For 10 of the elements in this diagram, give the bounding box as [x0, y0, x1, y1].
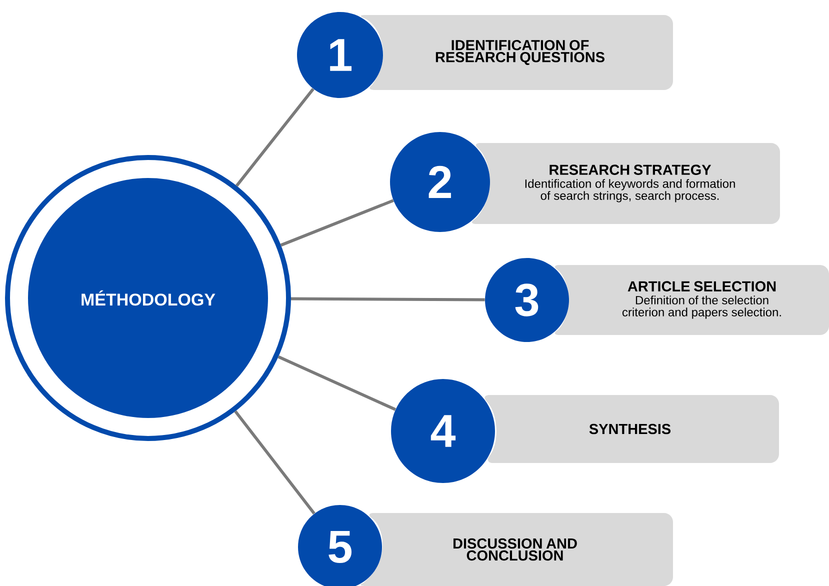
step-box: RESEARCH STRATEGY Identification of keywords and formation of search strings, search process.	[472, 143, 780, 224]
connector-line	[235, 88, 314, 187]
step-box: IDENTIFICATION OF RESEARCH QUESTIONS	[360, 15, 673, 90]
connector-line	[234, 410, 316, 514]
connector-line	[280, 199, 394, 247]
connector-line	[278, 355, 396, 411]
step-box: DISCUSSION AND CONCLUSION	[360, 513, 673, 586]
connector-line	[290, 297, 485, 302]
step-box: ARTICLE SELECTION Definition of the selection criterion and papers selection.	[555, 265, 829, 335]
step-box: SYNTHESIS	[484, 395, 780, 463]
